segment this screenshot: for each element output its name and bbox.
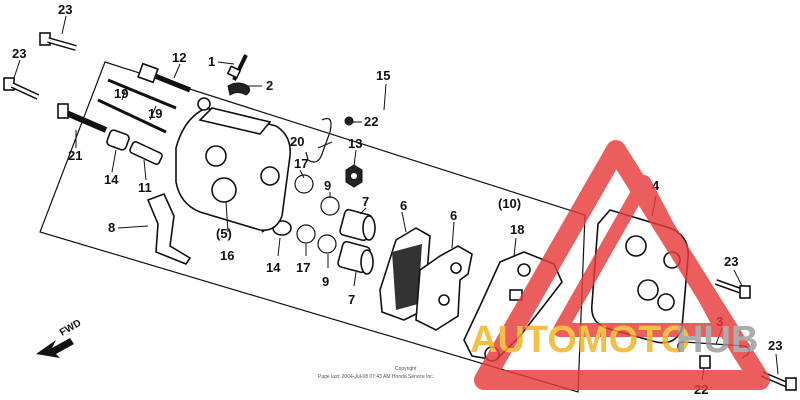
pin-21-head	[57, 103, 69, 119]
callout-6a: 6	[400, 198, 407, 213]
callouts: 23 23 1 2 12 19 19 21 14 11 8 15 20 22 1…	[12, 2, 782, 397]
watermark-brand-a: AUTOMOTO	[470, 319, 690, 361]
retaining-clip-20	[305, 117, 332, 163]
fwd-arrow: FWD	[36, 318, 83, 358]
callout-9b: 9	[322, 274, 329, 289]
callout-19a: 19	[114, 86, 128, 101]
pin-21	[62, 109, 108, 133]
callout-13: 13	[348, 136, 362, 151]
callout-10: (10)	[498, 196, 521, 211]
piston-7-upper	[339, 208, 376, 242]
callout-4: 4	[652, 178, 660, 193]
callout-2: 2	[266, 78, 273, 93]
callout-23a: 23	[58, 2, 72, 17]
callout-1: 1	[208, 54, 215, 69]
piston-7-lower	[337, 240, 374, 275]
watermark-logo: AUTOMOTO HUB	[470, 140, 770, 390]
callout-20: 20	[290, 134, 304, 149]
nut-13	[345, 164, 363, 188]
callout-21: 21	[68, 148, 82, 163]
callout-22a: 22	[364, 114, 378, 129]
bolt-22-lower	[699, 355, 711, 369]
fwd-label: FWD	[58, 318, 83, 339]
bolt-23-lower	[3, 77, 40, 100]
callout-23c: 23	[724, 254, 738, 269]
callout-5: (5)	[216, 226, 232, 241]
pin-19-a	[107, 78, 177, 110]
pin-19-b	[97, 98, 167, 134]
caliper-bracket-8	[146, 192, 192, 265]
seal-9-upper	[320, 196, 340, 216]
copyright-line-1: Copyright	[395, 366, 417, 372]
seal-17-lower	[296, 224, 316, 244]
bolt-23-right-upper	[714, 279, 751, 299]
callout-9a: 9	[324, 178, 331, 193]
seal-9-lower	[317, 234, 337, 254]
callout-14b: 14	[266, 260, 281, 275]
callout-17b: 17	[296, 260, 310, 275]
brake-pad-6-outer	[415, 245, 473, 331]
callout-14a: 14	[104, 172, 119, 187]
callout-8: 8	[108, 220, 115, 235]
callout-11: 11	[138, 180, 152, 195]
callout-17a: 17	[294, 156, 308, 171]
bleeder-valve	[226, 54, 248, 81]
caliper-body-5	[175, 97, 292, 232]
assembly-outline	[39, 61, 586, 393]
callout-16: 16	[220, 248, 234, 263]
boot-14-upper	[106, 129, 130, 151]
callout-23b: 23	[12, 46, 26, 61]
callout-12: 12	[172, 50, 186, 65]
pin-12-head	[137, 62, 159, 84]
watermark-brand-b: HUB	[676, 319, 758, 361]
copyright-line-2: Page last: 2004-Jul-08 07:43 AM Honda Se…	[318, 374, 434, 380]
callout-15: 15	[376, 68, 390, 83]
callout-7b: 7	[348, 292, 355, 307]
seal-17-upper	[294, 174, 314, 194]
callout-23d: 23	[768, 338, 782, 353]
nut-22-upper	[344, 116, 354, 126]
callout-19b: 19	[148, 106, 162, 121]
callout-6b: 6	[450, 208, 457, 223]
sleeve-11	[129, 140, 163, 166]
callout-18: 18	[510, 222, 524, 237]
callout-7a: 7	[362, 194, 369, 209]
bleeder-cap	[227, 82, 251, 96]
bolt-23-upper	[39, 32, 77, 51]
